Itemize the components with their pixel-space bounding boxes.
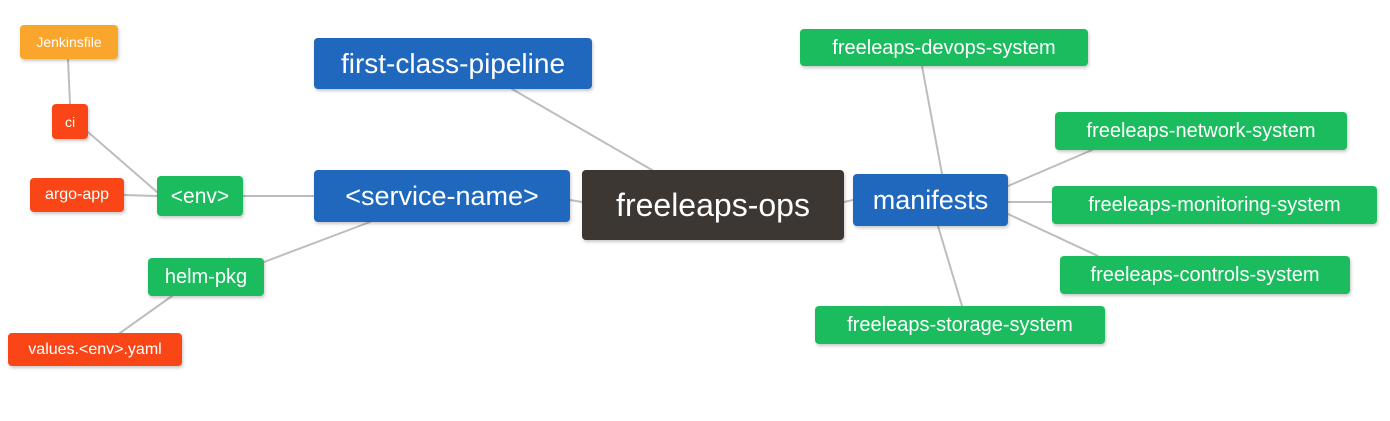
- edge-e-argoapp-env: [123, 194, 158, 197]
- node-label-service-name: <service-name>: [345, 180, 539, 211]
- node-label-helm-pkg: helm-pkg: [164, 266, 248, 288]
- node-label-values-env-yaml: values.<env>.yaml: [28, 340, 162, 358]
- edge-e-manifests-devops: [921, 65, 943, 175]
- node-label-freeleaps-storage-system: freeleaps-storage-system: [847, 314, 1073, 336]
- node-label-env: <env>: [170, 184, 230, 208]
- edge-e-manifests-storage: [937, 225, 963, 307]
- node-label-jenkinsfile: Jenkinsfile: [36, 34, 102, 50]
- node-freeleaps-controls-system[interactable]: freeleaps-controls-system: [1060, 256, 1350, 294]
- node-label-manifests: manifests: [872, 184, 989, 215]
- node-label-freeleaps-network-system: freeleaps-network-system: [1086, 120, 1316, 142]
- node-first-class-pipeline[interactable]: first-class-pipeline: [314, 38, 592, 89]
- node-freeleaps-network-system[interactable]: freeleaps-network-system: [1055, 112, 1347, 150]
- node-label-first-class-pipeline: first-class-pipeline: [340, 47, 566, 79]
- node-manifests[interactable]: manifests: [853, 174, 1008, 226]
- node-argo-app[interactable]: argo-app: [30, 178, 124, 212]
- node-values-env-yaml[interactable]: values.<env>.yaml: [8, 333, 182, 366]
- node-env[interactable]: <env>: [157, 176, 243, 216]
- node-label-freeleaps-controls-system: freeleaps-controls-system: [1090, 264, 1320, 286]
- node-freeleaps-storage-system[interactable]: freeleaps-storage-system: [815, 306, 1105, 344]
- node-freeleaps-monitoring-system[interactable]: freeleaps-monitoring-system: [1052, 186, 1377, 224]
- node-freeleaps-devops-system[interactable]: freeleaps-devops-system: [800, 29, 1088, 66]
- node-freeleaps-ops[interactable]: freeleaps-ops: [582, 170, 844, 240]
- node-label-freeleaps-monitoring-system: freeleaps-monitoring-system: [1088, 194, 1341, 216]
- edge-e-pipeline-ops: [511, 88, 653, 171]
- edge-e-servicename-ops: [569, 199, 583, 203]
- node-label-argo-app: argo-app: [44, 186, 110, 203]
- edge-e-helmpkg-servicename: [263, 221, 371, 263]
- edge-e-values-helmpkg: [119, 295, 173, 334]
- edge-e-jenkinsfile-ci: [67, 58, 71, 105]
- node-jenkinsfile[interactable]: Jenkinsfile: [20, 25, 118, 59]
- node-ci[interactable]: ci: [52, 104, 88, 139]
- node-label-freeleaps-devops-system: freeleaps-devops-system: [832, 36, 1056, 59]
- edge-e-ops-manifests: [843, 199, 854, 203]
- node-label-ci: ci: [64, 113, 76, 130]
- edge-e-manifests-network: [1007, 149, 1093, 187]
- node-service-name[interactable]: <service-name>: [314, 170, 570, 222]
- node-label-freeleaps-ops: freeleaps-ops: [616, 187, 810, 223]
- node-helm-pkg[interactable]: helm-pkg: [148, 258, 264, 296]
